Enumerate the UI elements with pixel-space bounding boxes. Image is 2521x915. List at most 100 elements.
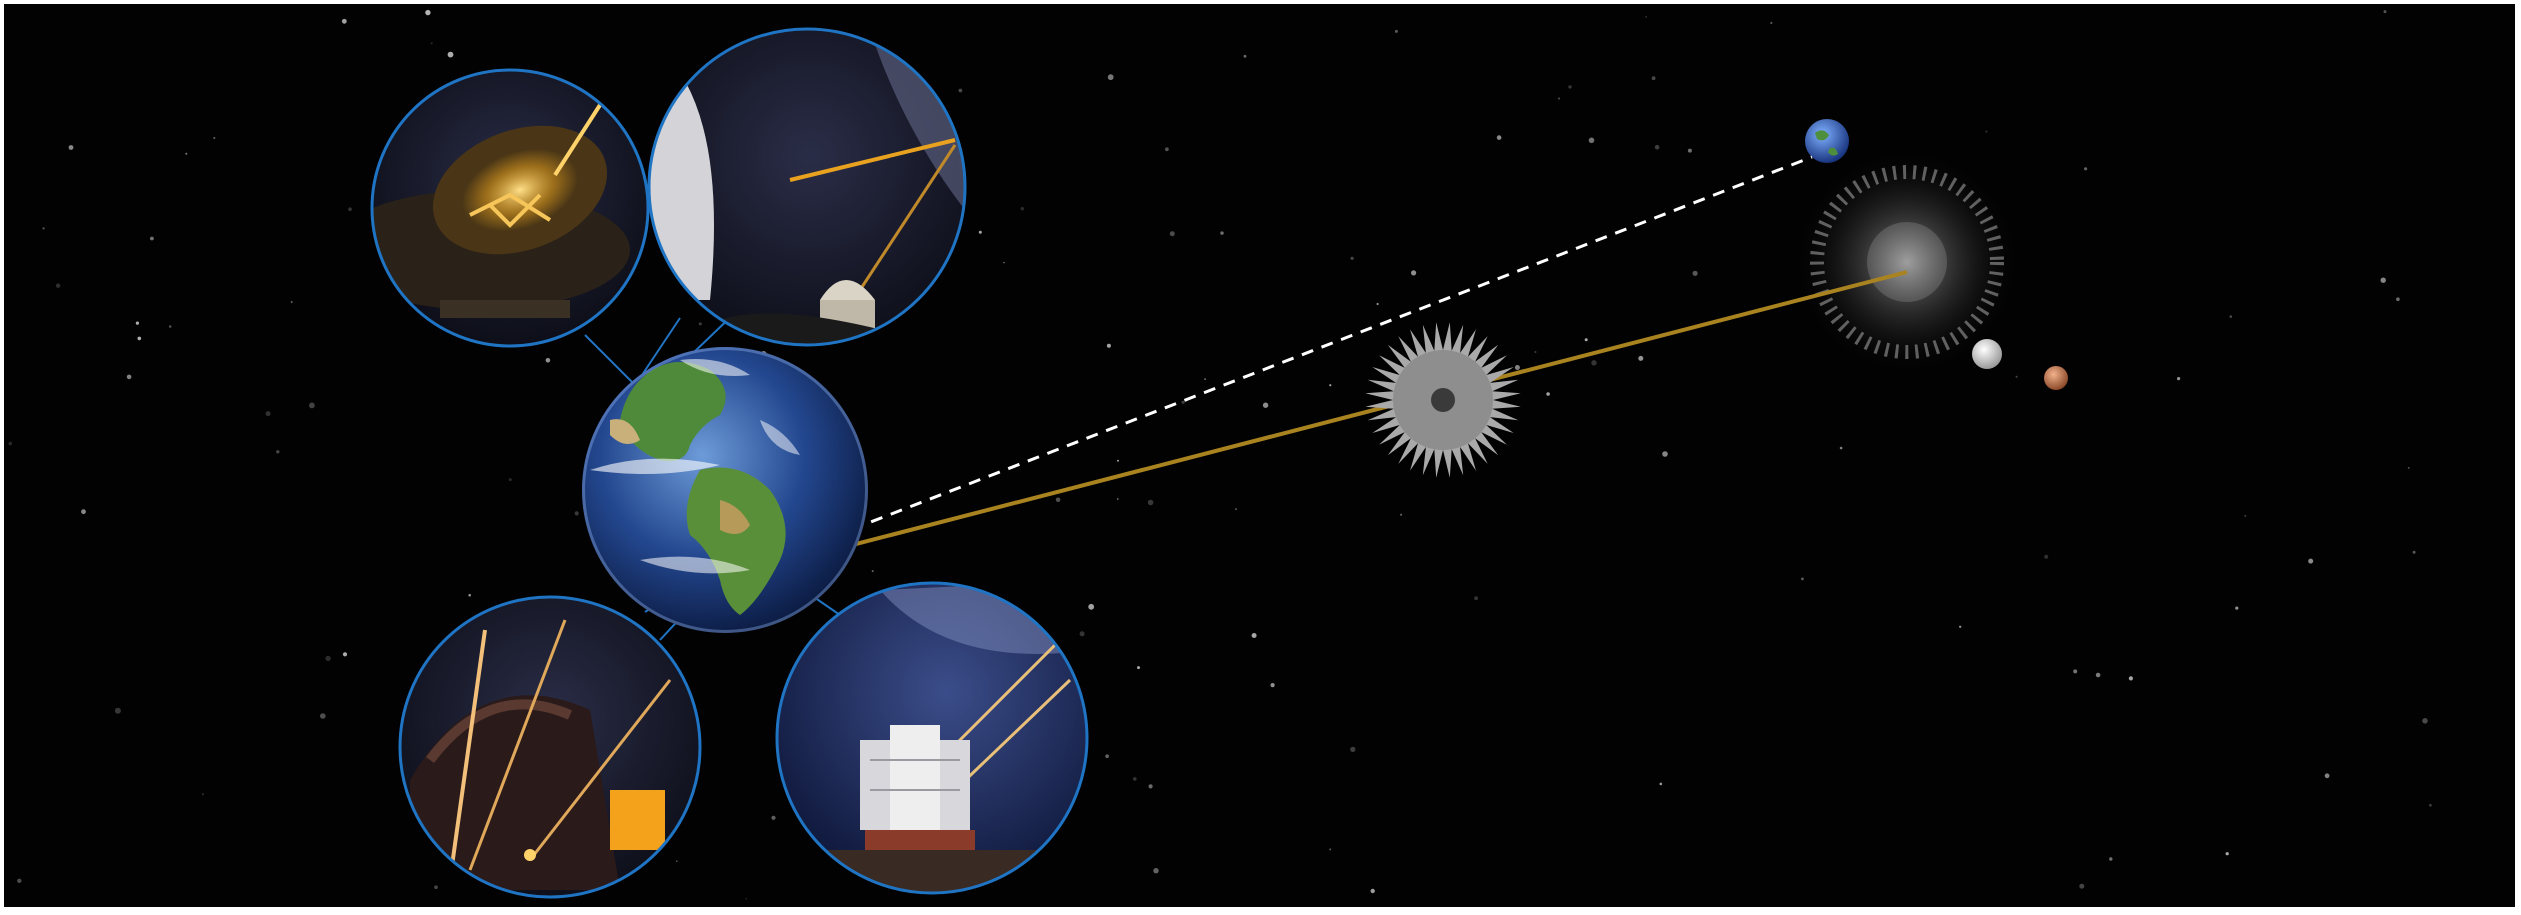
background-star [545, 358, 551, 363]
background-star [150, 236, 154, 241]
background-star [1117, 459, 1119, 462]
background-star [1411, 270, 1417, 276]
background-star [1496, 135, 1502, 140]
background-star [574, 511, 579, 516]
background-star [1959, 625, 1962, 628]
background-star [213, 136, 216, 140]
background-star [290, 301, 293, 303]
star-core [1867, 222, 1947, 302]
background-star [2308, 558, 2314, 564]
background-star [2084, 167, 2088, 171]
earth-icon [582, 347, 868, 633]
background-star [1985, 130, 1988, 133]
background-star [2422, 718, 2428, 724]
background-star [1534, 351, 1537, 353]
background-star [201, 793, 204, 796]
exo-earth-icon [1805, 119, 1849, 163]
background-star [135, 321, 139, 325]
background-star [1770, 21, 1773, 25]
background-star [676, 860, 678, 862]
observatory-dome-icon [820, 280, 875, 300]
background-star [1568, 85, 1572, 89]
earth-continents [582, 347, 868, 633]
background-star [55, 283, 61, 288]
background-star [1659, 782, 1663, 786]
background-star [1687, 148, 1692, 153]
background-star [1251, 633, 1257, 638]
background-star [1801, 577, 1804, 581]
target-star-system [1792, 147, 2022, 377]
background-star [1839, 446, 1843, 450]
background-star [2229, 315, 2233, 318]
background-star [2015, 375, 2018, 378]
background-star [1079, 631, 1085, 637]
background-star [2109, 857, 2113, 861]
inset-dome-multiple-lasers [398, 595, 702, 899]
background-star [168, 325, 172, 328]
background-star [2396, 297, 2400, 302]
background-star [341, 18, 347, 24]
background-star [1088, 603, 1095, 610]
inset-giant-telescope-lasers [775, 581, 1089, 895]
background-star [1262, 402, 1269, 408]
background-star [17, 878, 22, 883]
background-star [2095, 672, 2101, 678]
background-star [1394, 29, 1398, 33]
background-star [871, 570, 874, 573]
background-star [1003, 261, 1005, 264]
background-star [508, 478, 512, 482]
background-star [1117, 498, 1119, 500]
background-star [1376, 302, 1379, 306]
background-star [137, 336, 142, 341]
background-star [1546, 392, 1550, 396]
exo-moon-icon [1972, 339, 2002, 369]
telescope-dome-icon [410, 695, 620, 890]
background-star [2429, 803, 2432, 807]
background-star [2383, 10, 2387, 14]
laser-beam-line [747, 270, 1908, 574]
background-star [2380, 277, 2386, 283]
starshade-hub [1431, 388, 1455, 412]
background-star [1107, 74, 1114, 81]
background-star [2324, 773, 2330, 779]
background-star [2412, 550, 2416, 554]
background-star [1350, 746, 1356, 753]
background-star [1651, 76, 1656, 81]
connector-inset-1b [639, 317, 681, 379]
background-star [2225, 852, 2229, 856]
background-star [114, 707, 121, 714]
background-star [1147, 499, 1154, 506]
background-star [1165, 147, 1169, 152]
background-star [1400, 513, 1403, 516]
background-star [2235, 606, 2239, 610]
background-star [2407, 467, 2410, 469]
star-glow-icon [1792, 147, 2022, 377]
background-star [698, 322, 702, 326]
background-star [1204, 378, 1206, 380]
starshade-icon [1365, 322, 1521, 478]
background-star [1153, 868, 1159, 874]
inset-ring [398, 595, 702, 899]
background-star [1020, 207, 1024, 211]
background-star [447, 51, 454, 58]
background-star [1591, 360, 1597, 366]
background-star [1514, 365, 1520, 370]
inset-ring [647, 27, 967, 347]
background-star [1270, 683, 1275, 688]
connector-inset-1 [584, 334, 636, 386]
background-star [68, 145, 74, 150]
background-star [425, 9, 431, 16]
background-star [320, 713, 326, 719]
background-star [1645, 16, 1647, 18]
background-star [958, 88, 963, 93]
exo-earth-land [1815, 130, 1838, 156]
inset-ring [775, 581, 1089, 895]
background-star [276, 450, 280, 454]
background-star [1169, 231, 1175, 237]
background-star [2079, 883, 2085, 889]
background-star [1106, 343, 1111, 348]
background-star [1105, 754, 1109, 758]
background-star [265, 411, 271, 417]
background-star [348, 207, 352, 211]
